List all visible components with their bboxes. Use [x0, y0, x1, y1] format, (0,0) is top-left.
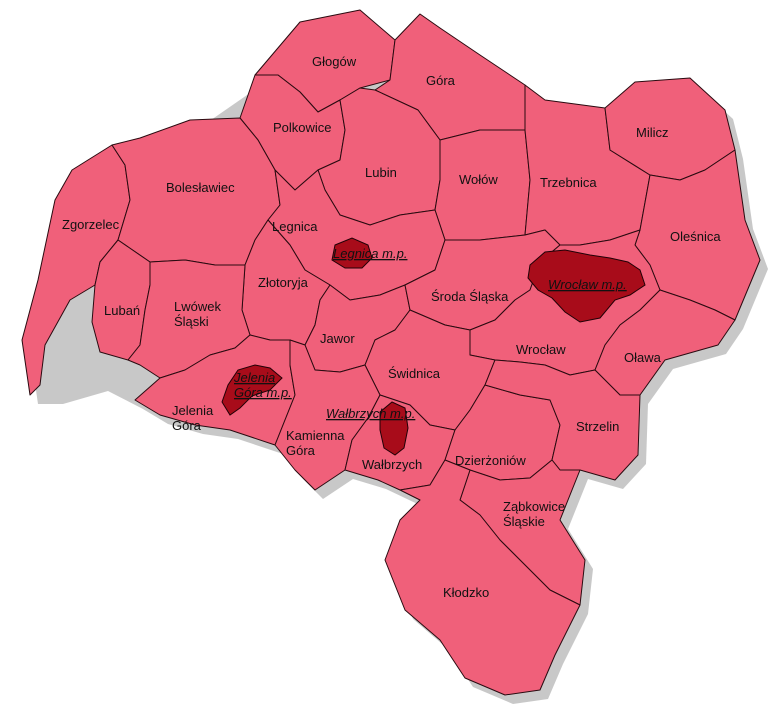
- label-swidnica: Świdnica: [388, 366, 441, 381]
- label-wroclaw: Wrocław: [516, 342, 566, 357]
- label-olesnica: Oleśnica: [670, 229, 721, 244]
- label-zlotoryja: Złotoryja: [258, 275, 309, 290]
- label-zgorzelec: Zgorzelec: [62, 217, 120, 232]
- region-klodzko[interactable]: [384, 459, 581, 696]
- label-walbrzych-mp: Wałbrzych m.p.: [326, 406, 415, 421]
- city-counties: [221, 237, 646, 456]
- city-legnica[interactable]: [331, 237, 373, 269]
- label-boleslawiec: Bolesławiec: [166, 180, 235, 195]
- label-wolow: Wołów: [459, 172, 498, 187]
- label-olawa: Oława: [624, 350, 662, 365]
- label-klodzko: Kłodzko: [443, 585, 489, 600]
- label-legnica: Legnica: [272, 219, 318, 234]
- label-luban: Lubań: [104, 303, 140, 318]
- city-walbrzych[interactable]: [379, 401, 409, 456]
- label-walbrzych: Wałbrzych: [362, 457, 422, 472]
- label-glogow: Głogów: [312, 54, 357, 69]
- label-legnica-mp: Legnica m.p.: [333, 246, 407, 261]
- region-strzelin[interactable]: [484, 359, 641, 481]
- county-labels: Głogów Góra Polkowice Lubin Wołów Trzebn…: [62, 54, 721, 600]
- city-jelenia[interactable]: [221, 364, 283, 416]
- label-wroclaw-mp: Wrocław m.p.: [548, 277, 627, 292]
- city-wroclaw[interactable]: [527, 249, 646, 323]
- label-strzelin: Strzelin: [576, 419, 619, 434]
- label-gora: Góra: [426, 73, 456, 88]
- label-milicz: Milicz: [636, 125, 669, 140]
- label-polkowice: Polkowice: [273, 120, 332, 135]
- label-sroda: Środa Śląska: [431, 289, 509, 304]
- counties: [21, 9, 761, 696]
- label-lubin: Lubin: [365, 165, 397, 180]
- label-dzierzoniow: Dzierżoniów: [455, 453, 526, 468]
- label-trzebnica: Trzebnica: [540, 175, 597, 190]
- label-jawor: Jawor: [320, 331, 355, 346]
